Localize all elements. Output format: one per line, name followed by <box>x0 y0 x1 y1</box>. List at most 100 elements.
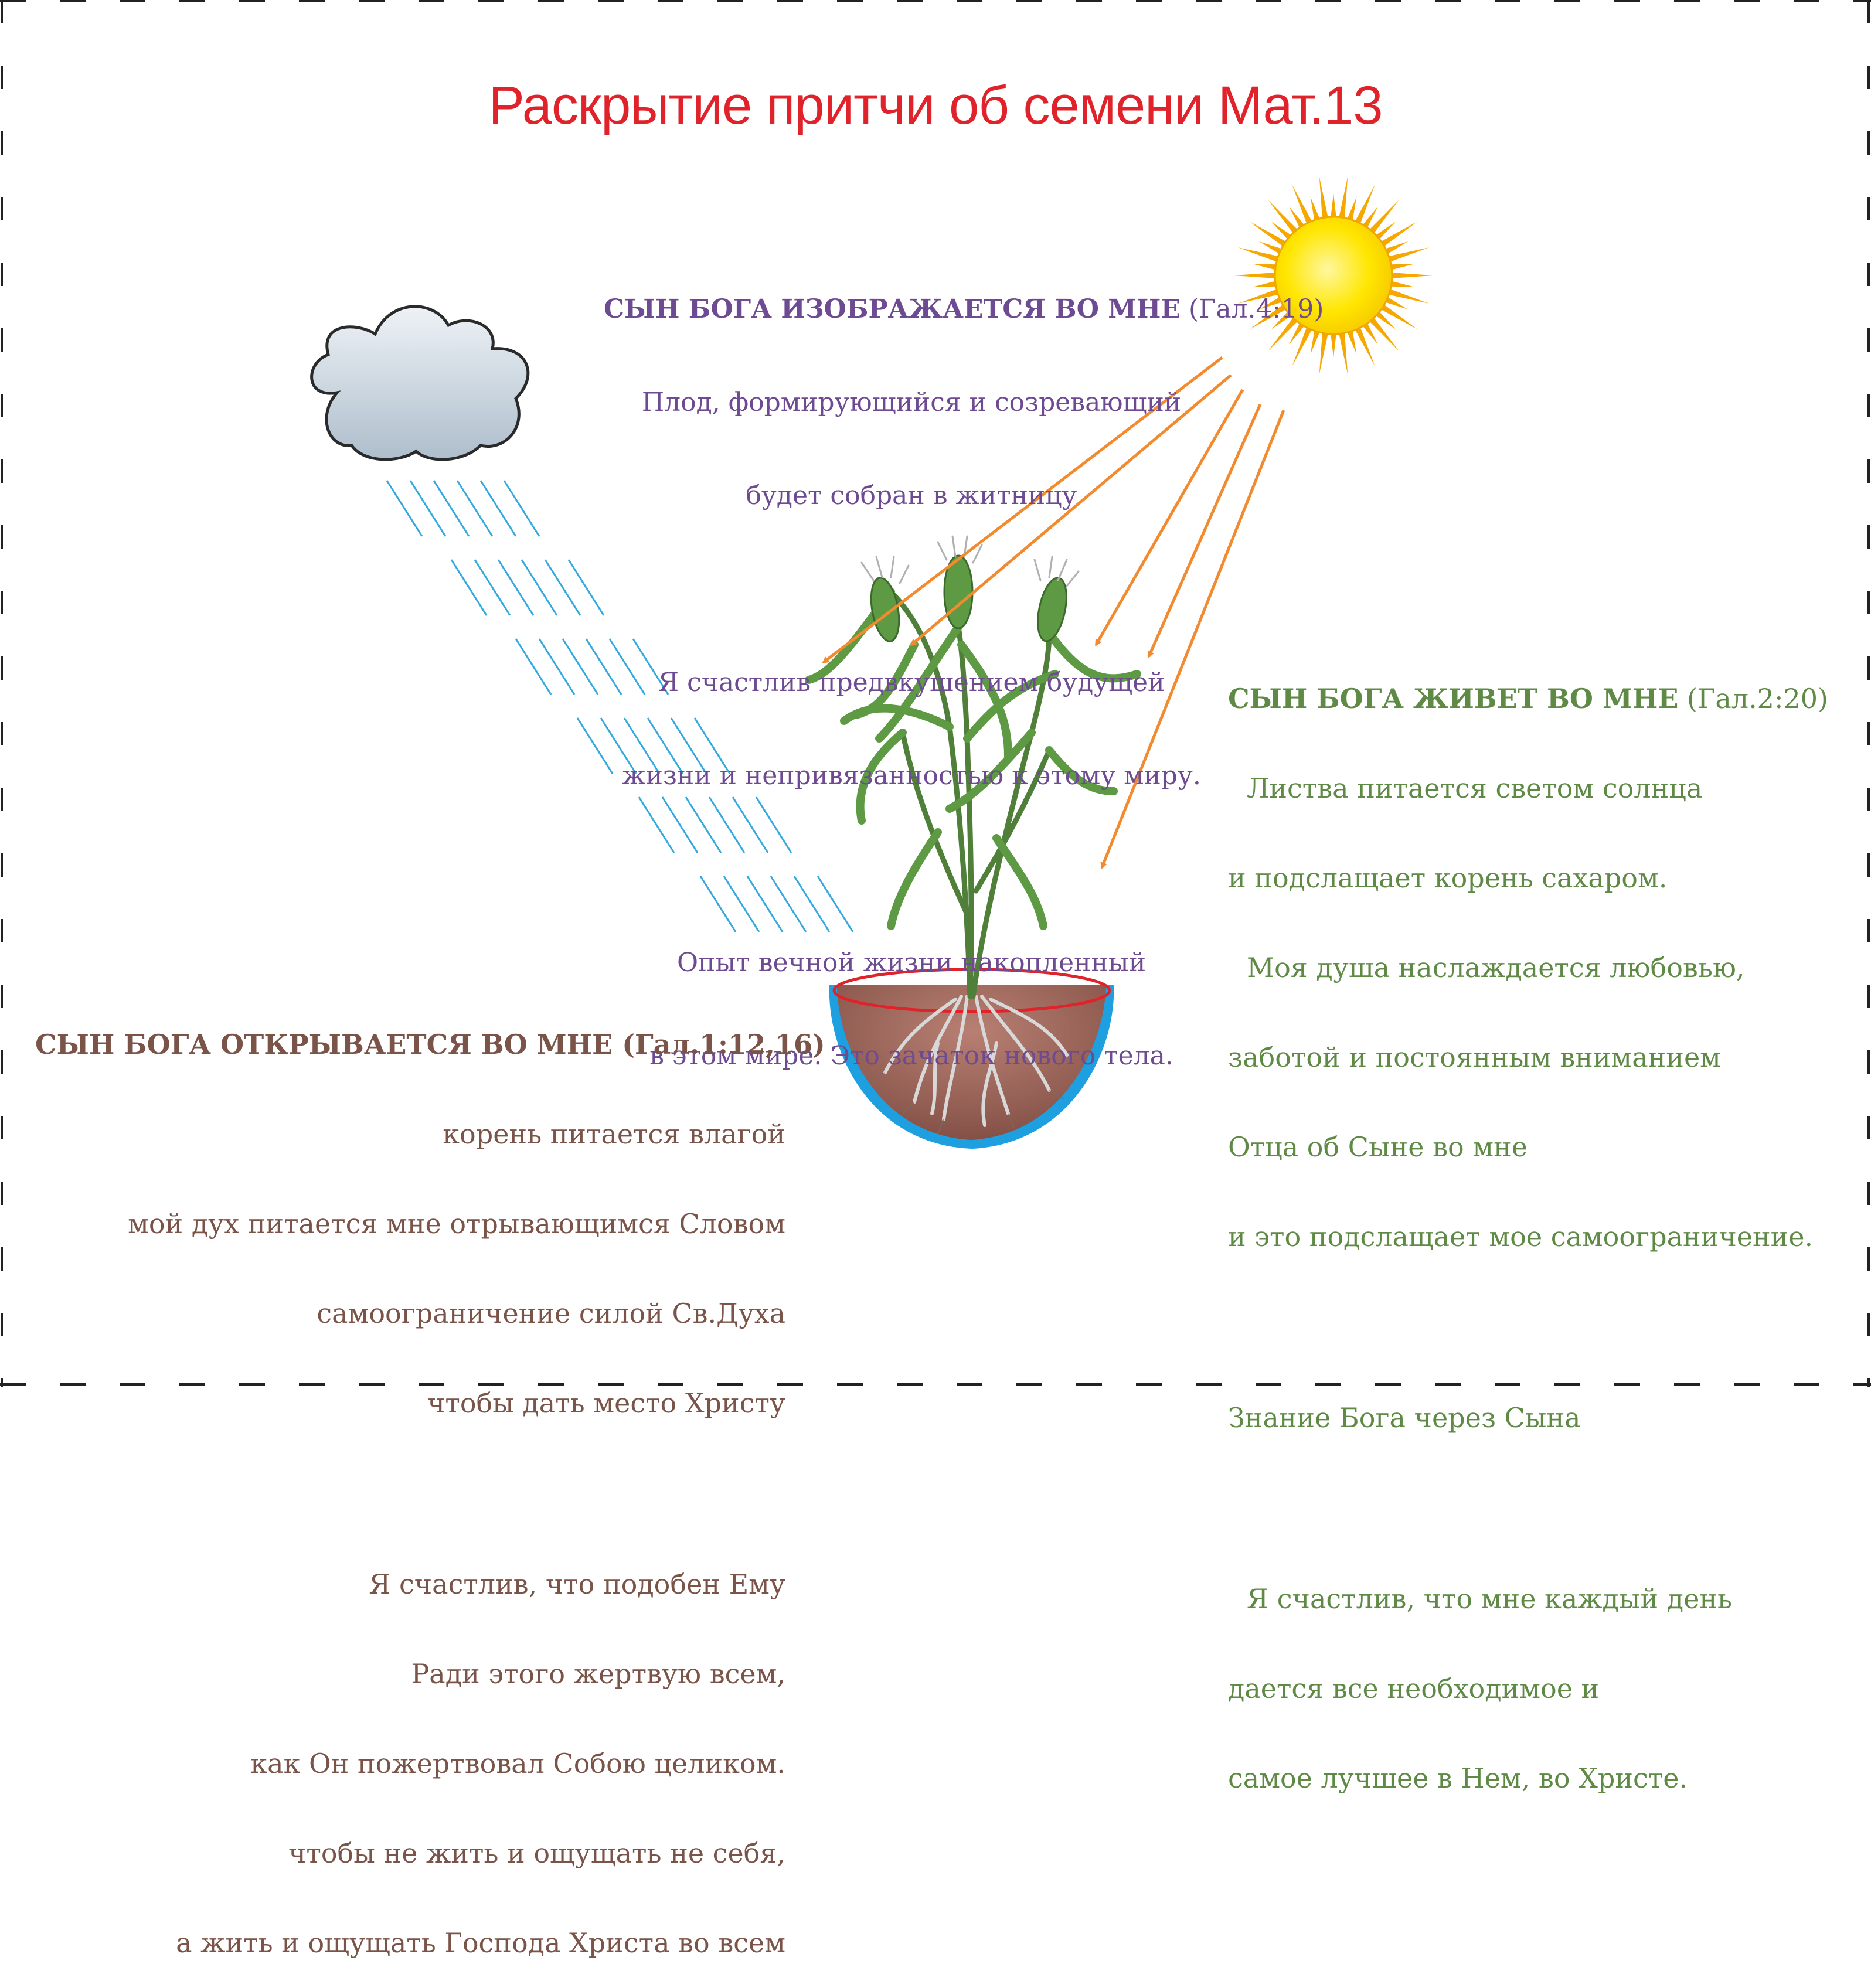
rain-streak <box>670 717 707 774</box>
rain-streak <box>623 717 661 774</box>
sun-ray <box>1271 222 1294 241</box>
rain-streak <box>817 876 854 932</box>
rain-streak <box>661 796 699 853</box>
rain-streak <box>386 480 423 537</box>
rain-streak <box>544 559 581 616</box>
sun-ray <box>1310 328 1321 355</box>
sun-ray <box>1258 295 1284 310</box>
cloud-icon <box>310 305 530 461</box>
sun-ray <box>1378 302 1418 329</box>
rain-streak <box>647 717 684 774</box>
rain-streak <box>521 559 558 616</box>
rain-streak <box>538 638 576 695</box>
rain-streak <box>793 876 831 932</box>
sun-ray <box>1268 200 1300 236</box>
rain-streak <box>770 876 807 932</box>
right-line: заботой и постоянным вниманием <box>1228 1041 1721 1073</box>
rain-streak <box>638 796 675 853</box>
sun-ray <box>1383 295 1409 310</box>
sun-ray <box>1330 331 1337 358</box>
rain-streak <box>608 638 646 695</box>
top-line: Опыт вечной жизни накопленный <box>676 948 1147 978</box>
sun-ray <box>1289 206 1307 231</box>
right-ref: (Гал.2:20) <box>1678 683 1828 714</box>
rain-streak <box>562 638 599 695</box>
rain-streak <box>746 876 784 932</box>
left-line: самоограничение силой Св.Духа <box>317 1298 785 1329</box>
sun-ray <box>1249 302 1289 329</box>
sun-ray <box>1237 288 1281 304</box>
rain-streak <box>723 876 760 932</box>
sun-ray <box>1271 309 1294 329</box>
sun-ray <box>1383 241 1409 256</box>
sun-ray <box>1346 196 1357 223</box>
sun-ray <box>1319 176 1329 221</box>
rain-streak <box>699 876 737 932</box>
rain-streak <box>755 796 792 853</box>
rain-streak <box>456 480 494 537</box>
sun-ray <box>1330 193 1337 220</box>
rain-lines <box>386 480 854 932</box>
right-text-block: СЫН БОГА ЖИВЕТ ВО МНЕ (Гал.2:20) Листва … <box>1228 624 1843 1823</box>
left-line: мой дух питается мне отрывающимся Словом <box>128 1208 785 1240</box>
wheat-plant-icon <box>805 535 1141 999</box>
sun-ray <box>1258 241 1284 256</box>
left-line: Ради этого жертвую всем, <box>411 1658 785 1690</box>
rain-streak <box>576 717 614 774</box>
sun-ray <box>1234 272 1278 279</box>
rain-streak <box>515 638 552 695</box>
sun-ray <box>1292 185 1314 226</box>
sun-ray <box>1388 280 1415 287</box>
sun-ray <box>1319 330 1329 375</box>
top-text-block: СЫН БОГА ИЗОБРАЖАЕТСЯ ВО МНЕ (Гал.4:19) … <box>604 232 1324 1102</box>
right-line: Моя душа наслаждается любовью, <box>1247 952 1745 983</box>
sun-ray <box>1360 206 1378 231</box>
top-line: Я счастлив предвкушением будущей <box>658 668 1165 697</box>
sun-icon <box>1234 176 1433 375</box>
roots <box>883 995 1069 1127</box>
rain-streak <box>433 480 470 537</box>
top-line: Плод, формирующийся и созревающий <box>641 387 1182 417</box>
left-line: как Он пожертвовал Собою целиком. <box>250 1748 785 1779</box>
sun-ray <box>1373 222 1396 241</box>
rain-streak <box>450 559 488 616</box>
rain-streak <box>708 796 746 853</box>
right-heading: СЫН БОГА ЖИВЕТ ВО МНЕ <box>1228 683 1679 714</box>
left-text-block: СЫН БОГА ОТКРЫВАЕТСЯ ВО МНЕ (Гал.1:12,16… <box>35 970 825 1988</box>
left-ref: (Гал.1:12,16) <box>613 1029 825 1060</box>
page-title: Раскрытие притчи об семени Мат.13 <box>488 76 1383 135</box>
right-line: дается все необходимое и <box>1228 1673 1600 1704</box>
left-line: чтобы дать место Христу <box>427 1387 785 1419</box>
sun-ray <box>1388 264 1415 271</box>
rain-streak <box>600 717 637 774</box>
sun-ray <box>1338 330 1348 375</box>
right-line: и подслащает корень сахаром. <box>1228 862 1668 894</box>
sun-ray <box>1237 247 1281 263</box>
right-line: Знание Бога через Сына <box>1228 1402 1581 1434</box>
left-line: корень питается влагой <box>443 1118 785 1150</box>
top-heading: СЫН БОГА ИЗОБРАЖАЕТСЯ ВО МНЕ <box>604 294 1181 324</box>
rain-streak <box>732 796 769 853</box>
sun-ray <box>1389 272 1433 279</box>
sun-ray <box>1353 185 1375 226</box>
right-line: Отца об Сыне во мне <box>1228 1131 1528 1163</box>
sun-ray <box>1367 315 1399 351</box>
frame-border <box>0 0 1871 1387</box>
top-line: будет собран в житницу <box>746 481 1077 510</box>
right-line: Я счастлив, что мне каждый день <box>1247 1583 1733 1615</box>
top-ref: (Гал.4:19) <box>1181 294 1324 324</box>
sunlight-arrows <box>822 356 1285 870</box>
sun-ray <box>1353 325 1375 366</box>
sun-ray <box>1338 176 1348 221</box>
rain-streak <box>585 638 622 695</box>
top-line: жизни и непривязанностью к этому миру. <box>622 761 1201 791</box>
sun-ray <box>1252 264 1279 271</box>
rain-streak <box>693 717 731 774</box>
sun-ray <box>1268 315 1300 351</box>
right-line: и это подслащает мое самоограничение. <box>1228 1221 1814 1252</box>
sun-ray <box>1252 280 1279 287</box>
sun-ray <box>1249 222 1289 249</box>
left-line: чтобы не жить и ощущать не себя, <box>288 1837 785 1869</box>
parable-illustration <box>0 0 1871 1387</box>
left-heading: СЫН БОГА ОТКРЫВАЕТСЯ ВО МНЕ <box>35 1029 613 1060</box>
